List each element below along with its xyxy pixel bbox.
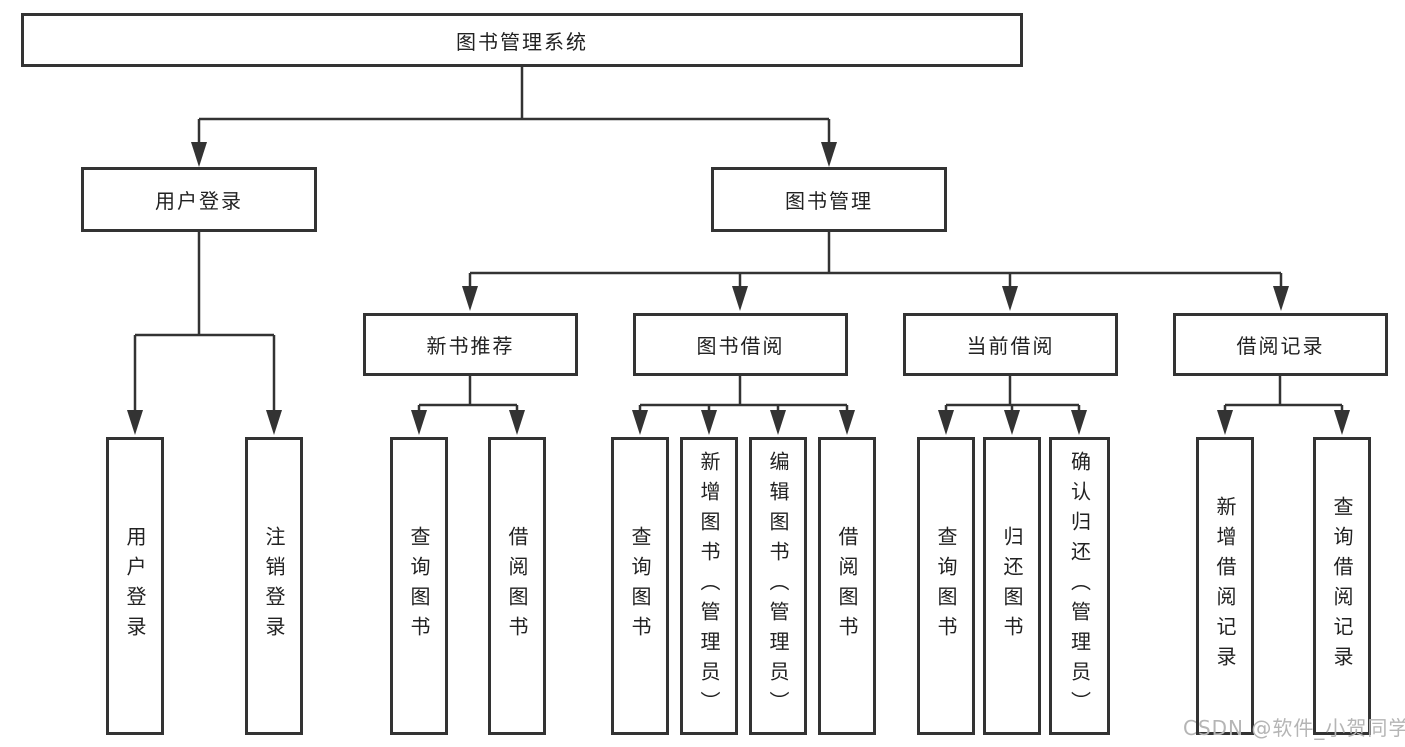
connector-userlogin-to-leaves	[127, 232, 282, 435]
leaf-logout-label: 注销登录	[262, 526, 286, 646]
node-book-mgmt: 图书管理	[711, 167, 947, 232]
leaf-newbook-query-books: 查询图书	[390, 437, 448, 735]
connector-currentborrow-to-leaves	[938, 376, 1087, 435]
leaf-return-books: 归还图书	[983, 437, 1041, 735]
leaf-borrow-books: 借阅图书	[818, 437, 876, 735]
node-book-borrow-label: 图书借阅	[696, 334, 785, 358]
leaf-query-borrow-record: 查询借阅记录	[1313, 437, 1371, 735]
leaf-edit-books-admin: 编辑图书（管理员）	[749, 437, 807, 735]
node-book-borrow: 图书借阅	[633, 313, 848, 376]
leaf-borrow-query-books-label: 查询图书	[628, 526, 652, 646]
leaf-logout: 注销登录	[245, 437, 303, 735]
connector-root-to-level2	[191, 67, 837, 167]
node-borrow-record: 借阅记录	[1173, 313, 1388, 376]
leaf-user-login-label: 用户登录	[123, 526, 147, 646]
leaf-query-borrow-record-label: 查询借阅记录	[1330, 496, 1354, 676]
leaf-confirm-return-admin: 确认归还（管理员）	[1049, 437, 1110, 735]
node-borrow-record-label: 借阅记录	[1236, 334, 1325, 358]
leaf-current-query-books-label: 查询图书	[934, 526, 958, 646]
csdn-watermark: CSDN @软件_小贺同学	[1183, 716, 1405, 740]
leaf-borrow-books-label: 借阅图书	[835, 526, 859, 646]
node-root-label: 图书管理系统	[456, 29, 588, 54]
leaf-user-login: 用户登录	[106, 437, 164, 735]
leaf-add-books-admin: 新增图书（管理员）	[680, 437, 738, 735]
connector-bookmgmt-to-level3	[462, 232, 1289, 311]
leaf-current-query-books: 查询图书	[917, 437, 975, 735]
node-root: 图书管理系统	[21, 13, 1023, 67]
node-current-borrow-label: 当前借阅	[966, 334, 1055, 358]
leaf-add-borrow-record: 新增借阅记录	[1196, 437, 1254, 735]
leaf-add-borrow-record-label: 新增借阅记录	[1213, 496, 1237, 676]
node-user-login: 用户登录	[81, 167, 317, 232]
node-new-book-recommend: 新书推荐	[363, 313, 578, 376]
leaf-newbook-borrow-books-label: 借阅图书	[505, 526, 529, 646]
leaf-borrow-query-books: 查询图书	[611, 437, 669, 735]
connector-newbookrec-to-leaves	[411, 376, 525, 435]
connector-borrowrecord-to-leaves	[1217, 376, 1350, 435]
connector-bookborrow-to-leaves	[632, 376, 855, 435]
node-current-borrow: 当前借阅	[903, 313, 1118, 376]
node-user-login-label: 用户登录	[155, 189, 243, 213]
leaf-edit-books-admin-label: 编辑图书（管理员）	[766, 451, 790, 721]
leaf-return-books-label: 归还图书	[1000, 526, 1024, 646]
leaf-newbook-query-books-label: 查询图书	[407, 526, 431, 646]
leaf-newbook-borrow-books: 借阅图书	[488, 437, 546, 735]
node-new-book-recommend-label: 新书推荐	[426, 334, 515, 358]
node-book-mgmt-label: 图书管理	[785, 189, 873, 213]
leaf-add-books-admin-label: 新增图书（管理员）	[697, 451, 721, 721]
leaf-confirm-return-admin-label: 确认归还（管理员）	[1067, 451, 1092, 721]
